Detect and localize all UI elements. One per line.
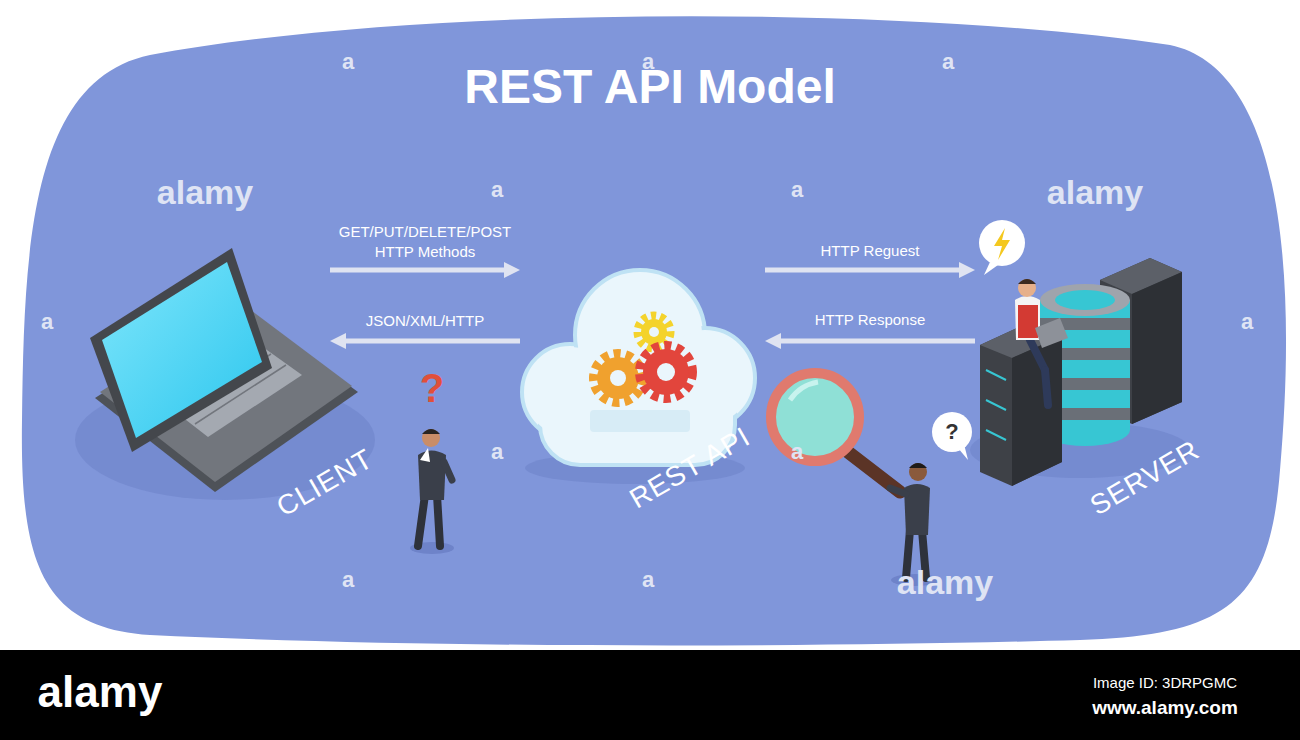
edge-label: GET/PUT/DELETE/POST HTTP Methods (335, 222, 515, 263)
background-blob (22, 16, 1286, 645)
watermark-text: alamy (897, 563, 993, 602)
watermark-text: Image ID: 3DRPGMC (1093, 674, 1237, 691)
arrow-head (330, 333, 346, 349)
watermark-text: www.alamy.com (1092, 697, 1238, 719)
watermark-text: a (1241, 309, 1253, 334)
arrow-line (330, 268, 506, 273)
thinking-person (410, 429, 454, 554)
watermark-text: alamy (38, 667, 163, 718)
watermark-text: a (642, 49, 654, 74)
watermark-text: a (41, 309, 53, 334)
arrow-head (959, 262, 975, 278)
question-bubble (932, 412, 972, 460)
watermark-text: alamy (1047, 173, 1143, 212)
flow-arrow (765, 262, 975, 278)
watermark-text: a (642, 567, 654, 592)
component-node: REST API (520, 255, 765, 525)
arrow-line (765, 268, 961, 273)
arrow-line (344, 339, 520, 344)
watermark-text: a (491, 177, 503, 202)
lightning-bubble (979, 220, 1025, 275)
magnifier-person (771, 373, 939, 586)
watermark-text: a (942, 49, 954, 74)
watermark-text: a (491, 439, 503, 464)
arrow-line (779, 339, 975, 344)
watermark-text: a (791, 439, 803, 464)
watermark-text: a (342, 567, 354, 592)
flow-arrow (330, 333, 520, 349)
footer-bar (0, 650, 1300, 740)
question-mark: ? (420, 365, 444, 411)
watermark-text: alamy (157, 173, 253, 212)
component-node: CLIENT (90, 240, 330, 530)
flow-arrow (765, 333, 975, 349)
node-label: REST API (624, 421, 756, 515)
arrow-head (504, 262, 520, 278)
edge-label: HTTP Response (780, 310, 960, 330)
edge-label: JSON/XML/HTTP (335, 311, 515, 331)
node-label: CLIENT (271, 443, 378, 524)
watermark-text: a (342, 49, 354, 74)
node-label: SERVER (1085, 434, 1205, 522)
watermark-text: a (791, 177, 803, 202)
flow-arrow (330, 262, 520, 278)
component-node: SERVER (975, 230, 1190, 530)
arrow-head (765, 333, 781, 349)
question-mark: ? (945, 419, 958, 444)
edge-label: HTTP Reguest (780, 241, 960, 261)
